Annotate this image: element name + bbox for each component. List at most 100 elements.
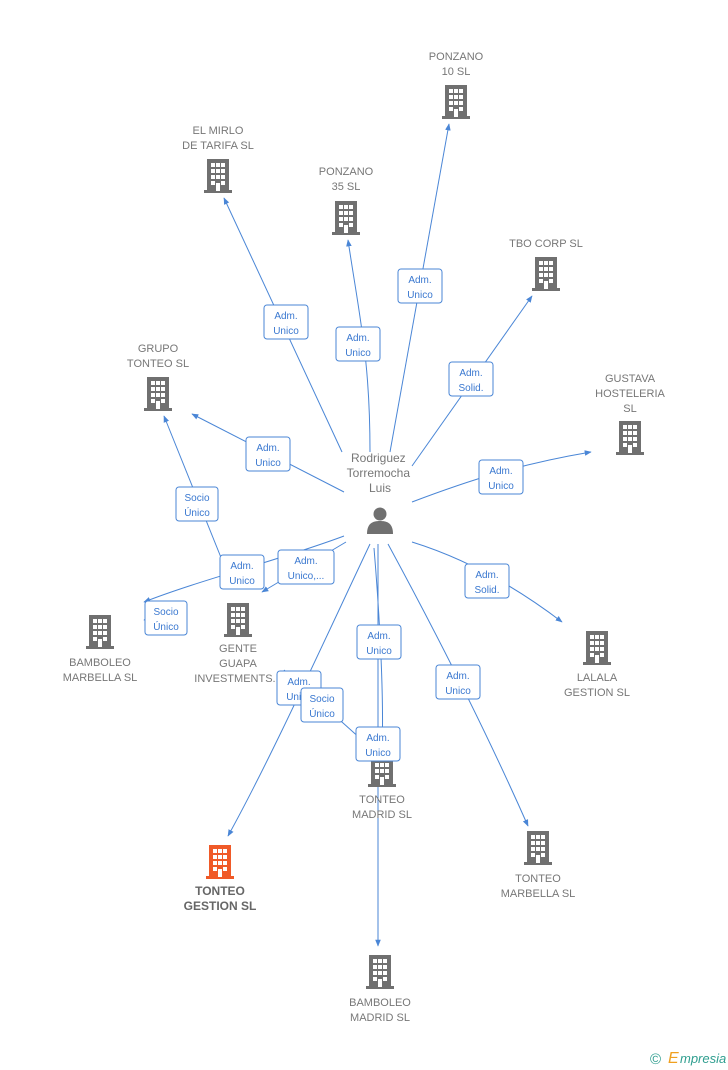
- company-label-line: TONTEO: [195, 884, 245, 898]
- edge-label-e_ponzano10[interactable]: Adm. Unico: [397, 268, 443, 304]
- edge-label-line: Unico: [273, 326, 299, 337]
- edge-label-text: Adm. Unico: [488, 466, 514, 492]
- company-label-line: MADRID SL: [350, 1012, 410, 1024]
- company-label-line: TONTEO SL: [127, 358, 189, 370]
- copyright-icon: ©: [650, 1051, 661, 1068]
- edge-label-line: Adm.: [256, 443, 279, 454]
- company-label-line: GRUPO: [138, 343, 179, 355]
- company-label-line: GUSTAVA: [605, 373, 656, 385]
- edge-label-e_gustava[interactable]: Adm. Unico: [478, 459, 524, 495]
- edge-label-box: [355, 726, 401, 762]
- company-label-line: GESTION SL: [184, 899, 257, 913]
- brand-name: mpresia: [680, 1051, 726, 1066]
- company-label-line: GUAPA: [219, 658, 257, 670]
- edge-label-line: Socio: [309, 694, 334, 705]
- edge-label-box: [219, 554, 265, 590]
- edge-label-box: [478, 459, 524, 495]
- edge-label-e_grupo[interactable]: Adm.Unico: [245, 436, 291, 472]
- building-icon: [524, 831, 552, 865]
- edge-label-line: Unico: [407, 290, 433, 301]
- edge-label-e_tmadrid_2[interactable]: Adm. Unico: [355, 726, 401, 762]
- edge-label-box: [277, 549, 335, 585]
- edge-label-line: Adm.: [294, 556, 317, 567]
- edge-label-box: [397, 268, 443, 304]
- edge-label-e_tmarbella[interactable]: Adm.Unico: [435, 664, 481, 700]
- edge-label-box: [300, 687, 344, 723]
- edge-label-line: Adm.: [408, 275, 431, 286]
- edge-label-e_tmadrid_1[interactable]: Adm.Unico: [356, 624, 402, 660]
- company-label-line: DE TARIFA SL: [182, 140, 254, 152]
- company-label-line: MARBELLA SL: [63, 672, 138, 684]
- edge-label-line: Socio: [184, 493, 209, 504]
- edge-label-e_gente[interactable]: Adm. Unico,...: [277, 549, 335, 585]
- edge-label-box: [435, 664, 481, 700]
- edge-label-line: Socio: [153, 607, 178, 618]
- edge-label-box: [175, 486, 219, 522]
- edge-label-line: Adm.: [274, 311, 297, 322]
- person-name-line: Luis: [369, 481, 391, 495]
- company-node-grupo[interactable]: GRUPO TONTEO SL: [127, 343, 189, 411]
- edge-label-line: Adm.: [459, 368, 482, 379]
- company-label-line: MADRID SL: [352, 809, 412, 821]
- edge-label-e_ponzano35[interactable]: Adm.Unico: [335, 326, 381, 362]
- edge-label-text: Adm. Unico: [273, 311, 299, 337]
- edge-label-line: Unico: [365, 748, 391, 759]
- company-label-line: GENTE: [219, 643, 257, 655]
- edge-label-text: Adm. Unico: [407, 275, 433, 301]
- edge-label-box: [263, 304, 309, 340]
- company-node-tonteo_madrid[interactable]: TONTEO MADRID SL: [352, 753, 412, 821]
- edge-label-text: Adm. Unico,...: [288, 556, 325, 582]
- building-icon: [224, 603, 252, 637]
- edge-label-line: Unico: [286, 692, 312, 703]
- edge-label-text: Adm.Unico: [286, 677, 312, 703]
- edge-label-line: Adm.: [366, 733, 389, 744]
- edge-label-e_tbo[interactable]: Adm.Solid.: [448, 361, 494, 397]
- company-label-line: TONTEO: [359, 794, 405, 806]
- building-icon: [583, 631, 611, 665]
- edge-label-e_bm_adm[interactable]: Adm.Unico: [219, 554, 265, 590]
- edge-label-box: [335, 326, 381, 362]
- edge-label-line: Unico,...: [288, 571, 325, 582]
- edge-label-line: Adm.: [489, 466, 512, 477]
- edge-label-line: Unico: [488, 481, 514, 492]
- person-name: Rodriguez Torremocha Luis: [347, 451, 414, 495]
- company-label-line: TONTEO: [515, 873, 561, 885]
- edge-label-line: Unico: [345, 348, 371, 359]
- edge-label-box: [464, 563, 510, 599]
- company-label-line: HOSTELERIA: [595, 388, 665, 400]
- edge-label-line: Unico: [445, 686, 471, 697]
- building-icon: [366, 955, 394, 989]
- company-node-tbo[interactable]: TBO CORP SL: [509, 238, 583, 291]
- company-label-line: TBO CORP SL: [509, 238, 583, 250]
- building-icon: [86, 615, 114, 649]
- edge-label-line: Unico: [229, 576, 255, 587]
- person-node[interactable]: Rodriguez Torremocha Luis: [347, 451, 414, 534]
- edge-label-text: Adm.Unico: [229, 561, 255, 587]
- edge-label-e_mirlo[interactable]: Adm. Unico: [263, 304, 309, 340]
- edge-label-line: Solid.: [474, 585, 499, 596]
- building-icon: [442, 85, 470, 119]
- edge-label-e_lalala[interactable]: Adm.Solid.: [464, 563, 510, 599]
